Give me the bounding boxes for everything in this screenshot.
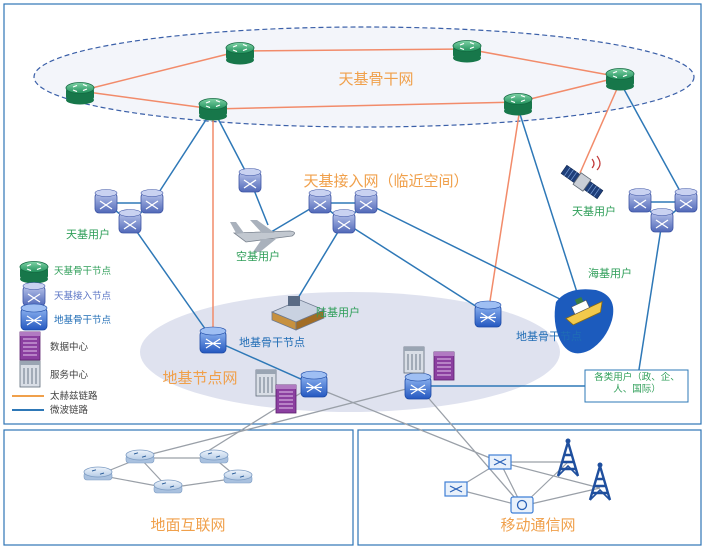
backbone-node-5 <box>198 97 228 122</box>
access-node-right-3 <box>650 207 674 233</box>
mobile-comm-frame <box>357 429 702 546</box>
backbone-node-4 <box>605 67 635 92</box>
legend-service-label: 服务中心 <box>50 369 89 381</box>
legend-backbone-icon <box>19 260 49 285</box>
internet-node-5 <box>223 469 253 484</box>
all-users-label-wrap: 各类用户（政、企、人、国际） <box>594 372 680 395</box>
service-center-icon-2 <box>403 346 425 374</box>
access-node-left-1 <box>94 188 118 214</box>
ground-node-right-label: 地基骨干节点 <box>516 330 582 343</box>
legend-access-icon <box>22 281 46 307</box>
backbone-node-1 <box>65 81 95 106</box>
space-access-title: 天基接入网（临近空间） <box>303 172 468 190</box>
space-user-left-label: 天基用户 <box>66 227 110 241</box>
land-user-label: 陆基用户 <box>316 305 360 319</box>
service-center-icon-1 <box>255 369 277 397</box>
terahertz-links <box>79 48 621 340</box>
legend-datacenter-icon <box>19 331 41 361</box>
backbone-node-6 <box>503 92 533 117</box>
ground-station-icon <box>270 296 326 331</box>
ground-nodes-title: 地基节点网 <box>162 369 237 387</box>
legend-ground-label: 地基骨干节点 <box>54 314 112 326</box>
access-node-left-3 <box>118 208 142 234</box>
air-user-label: 空基用户 <box>236 249 280 263</box>
ground-node-center <box>300 370 328 398</box>
backbone-node-2 <box>225 41 255 66</box>
ground-gray-links <box>143 385 523 507</box>
ground-node-left-label: 地基骨干节点 <box>239 336 305 349</box>
mobile-comm-title: 移动通信网 <box>500 516 575 534</box>
access-node-right-2 <box>674 187 698 213</box>
legend-service-icon <box>19 360 41 388</box>
ground-node-center-2 <box>404 372 432 400</box>
mobile-switch-2 <box>444 481 468 497</box>
legend-access-label: 天基接入节点 <box>54 290 112 302</box>
airplane-icon <box>230 220 295 252</box>
internet-node-4 <box>153 479 183 494</box>
access-node-mid-2 <box>354 188 378 214</box>
access-node-left-2 <box>140 188 164 214</box>
all-users-label: 各类用户（政、企、人、国际） <box>594 372 680 395</box>
space-backbone-title: 天基骨干网 <box>338 70 413 88</box>
access-node-mid-3 <box>332 208 356 234</box>
mobile-router-icon <box>510 496 534 514</box>
space-user-right-label: 天基用户 <box>572 204 616 218</box>
all-users-box <box>584 369 689 403</box>
backbone-node-3 <box>452 39 482 64</box>
ground-node-left <box>199 326 227 354</box>
access-node-right-1 <box>628 187 652 213</box>
internet-node-3 <box>199 449 229 464</box>
signal-waves-icon <box>591 155 601 171</box>
access-node-single <box>238 167 262 193</box>
satellite-icon <box>560 164 604 200</box>
legend-datacenter-label: 数据中心 <box>50 341 89 353</box>
data-center-icon-2 <box>433 351 455 381</box>
internet-node-2 <box>125 449 155 464</box>
internet-node-1 <box>83 466 113 481</box>
ground-node-right <box>474 300 502 328</box>
ground-node-region <box>140 292 560 412</box>
ship-icon <box>565 296 603 326</box>
legend-ground-icon <box>20 303 48 331</box>
data-center-icon-1 <box>275 384 297 414</box>
legend-backbone-label: 天基骨干节点 <box>54 265 112 277</box>
mobile-switch-1 <box>488 454 512 470</box>
sea-user-label: 海基用户 <box>588 266 632 280</box>
legend-microwave-label: 微波链路 <box>50 404 89 416</box>
legend-terahertz-label: 太赫兹链路 <box>50 390 98 402</box>
legend <box>8 256 116 418</box>
access-node-mid-1 <box>308 188 332 214</box>
ground-internet-title: 地面互联网 <box>150 516 225 534</box>
